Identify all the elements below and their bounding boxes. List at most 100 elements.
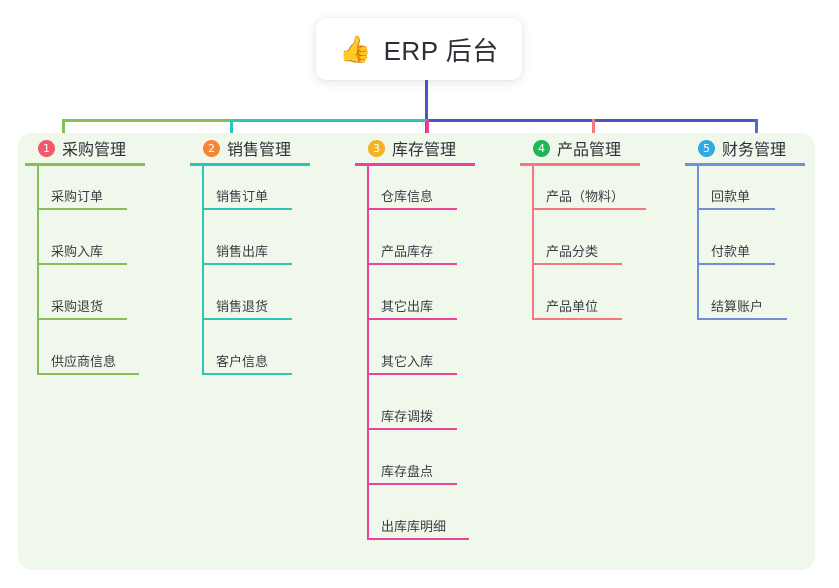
branch-item[interactable]: 销售订单 <box>202 178 292 210</box>
branch-title: 采购管理 <box>62 142 127 159</box>
branch-item-label: 结算账户 <box>711 299 764 314</box>
branch-item-underline <box>37 208 127 210</box>
branch-title: 销售管理 <box>227 142 292 159</box>
branch-item-underline <box>367 208 457 210</box>
branch-spine <box>697 166 699 320</box>
branch-item-label: 客户信息 <box>216 354 269 369</box>
branch-item[interactable]: 采购订单 <box>37 178 127 210</box>
branch-item-label: 库存调拨 <box>381 409 434 424</box>
branch-item-underline <box>532 318 622 320</box>
branch-underline <box>190 163 310 166</box>
branch-spine <box>367 166 369 540</box>
branch-item[interactable]: 其它入库 <box>367 343 457 375</box>
branch-item[interactable]: 产品（物料） <box>532 178 646 210</box>
branch-header-2[interactable]: 2 销售管理 <box>190 133 291 163</box>
branch-item[interactable]: 其它出库 <box>367 288 457 320</box>
branch-item[interactable]: 产品库存 <box>367 233 457 265</box>
branch-spine <box>37 166 39 375</box>
thumbs-up-icon: 👍 <box>339 34 372 64</box>
branch-item-label: 采购订单 <box>51 189 104 204</box>
branch-title: 产品管理 <box>557 142 622 159</box>
branch-title: 库存管理 <box>392 142 457 159</box>
branch-item[interactable]: 库存盘点 <box>367 453 457 485</box>
branch-item-label: 采购退货 <box>51 299 104 314</box>
branch-item-underline <box>367 538 469 540</box>
branch-item-label: 其它出库 <box>381 299 434 314</box>
branch-spine <box>202 166 204 375</box>
branch-item-underline <box>37 318 127 320</box>
branch-item[interactable]: 销售出库 <box>202 233 292 265</box>
branch-item-label: 回款单 <box>711 189 751 204</box>
branch-item-underline <box>202 208 292 210</box>
branch-number-badge: 4 <box>533 139 550 157</box>
branch-item[interactable]: 采购入库 <box>37 233 127 265</box>
branch-item[interactable]: 库存调拨 <box>367 398 457 430</box>
branch-item-underline <box>367 263 457 265</box>
branch-underline <box>685 163 805 166</box>
branch-item-label: 库存盘点 <box>381 464 434 479</box>
branch-item-label: 销售订单 <box>216 189 269 204</box>
branch-item[interactable]: 仓库信息 <box>367 178 457 210</box>
bus-segment-1 <box>62 119 230 122</box>
branch-column-3: 3 库存管理仓库信息产品库存其它出库其它入库库存调拨库存盘点出库库明细 <box>355 133 475 540</box>
branch-item-underline <box>697 208 775 210</box>
branch-item[interactable]: 产品单位 <box>532 288 622 320</box>
bus-segment-3 <box>426 119 757 122</box>
branch-number-badge: 2 <box>203 139 220 157</box>
branch-item[interactable]: 结算账户 <box>697 288 787 320</box>
branches-panel: 1 采购管理采购订单采购入库采购退货供应商信息 2 销售管理销售订单销售出库销售退货客… <box>18 133 815 570</box>
branch-column-2: 2 销售管理销售订单销售出库销售退货客户信息 <box>190 133 310 375</box>
branch-item-label: 销售退货 <box>216 299 269 314</box>
branch-item-label: 销售出库 <box>216 244 269 259</box>
branch-underline <box>520 163 640 166</box>
branch-underline <box>355 163 475 166</box>
branch-item-underline <box>697 263 775 265</box>
branch-item-label: 仓库信息 <box>381 189 434 204</box>
branch-item-underline <box>37 263 127 265</box>
branch-item[interactable]: 销售退货 <box>202 288 292 320</box>
branch-item[interactable]: 供应商信息 <box>37 343 139 375</box>
branch-item-underline <box>202 263 292 265</box>
branch-item[interactable]: 采购退货 <box>37 288 127 320</box>
branch-item-underline <box>697 318 787 320</box>
branch-item-label: 产品单位 <box>546 299 599 314</box>
branch-item-label: 付款单 <box>711 244 751 259</box>
branch-item-label: 产品库存 <box>381 244 434 259</box>
branch-item-underline <box>202 373 292 375</box>
branch-header-1[interactable]: 1 采购管理 <box>25 133 126 163</box>
branch-header-4[interactable]: 4 产品管理 <box>520 133 621 163</box>
branch-column-1: 1 采购管理采购订单采购入库采购退货供应商信息 <box>25 133 145 375</box>
branch-item-label: 产品（物料） <box>546 189 625 204</box>
root-node-title: ERP 后台 <box>383 35 499 66</box>
branch-item-label: 采购入库 <box>51 244 104 259</box>
bus-segment-2 <box>230 119 426 122</box>
branch-item[interactable]: 回款单 <box>697 178 775 210</box>
branch-item[interactable]: 出库库明细 <box>367 508 469 540</box>
root-stem-connector <box>425 80 428 137</box>
branch-item-label: 其它入库 <box>381 354 434 369</box>
branch-title: 财务管理 <box>722 142 787 159</box>
branch-item[interactable]: 付款单 <box>697 233 775 265</box>
branch-item[interactable]: 产品分类 <box>532 233 622 265</box>
branch-item-underline <box>532 263 622 265</box>
branch-item-underline <box>367 373 457 375</box>
branch-column-4: 4 产品管理产品（物料） 产品分类产品单位 <box>520 133 646 320</box>
branch-underline <box>25 163 145 166</box>
root-node-card[interactable]: 👍 ERP 后台 <box>316 18 522 80</box>
branch-number-badge: 1 <box>38 139 55 157</box>
branch-item-label: 供应商信息 <box>51 354 117 369</box>
branch-item-underline <box>37 373 139 375</box>
branch-item-label: 产品分类 <box>546 244 599 259</box>
branch-item-label: 出库库明细 <box>381 519 447 534</box>
branch-spine <box>532 166 534 320</box>
branch-item-underline <box>367 428 457 430</box>
branch-item[interactable]: 客户信息 <box>202 343 292 375</box>
branch-item-underline <box>367 318 457 320</box>
branch-item-underline <box>532 208 646 210</box>
branch-header-3[interactable]: 3 库存管理 <box>355 133 456 163</box>
branch-number-badge: 3 <box>368 139 385 157</box>
branch-item-underline <box>202 318 292 320</box>
